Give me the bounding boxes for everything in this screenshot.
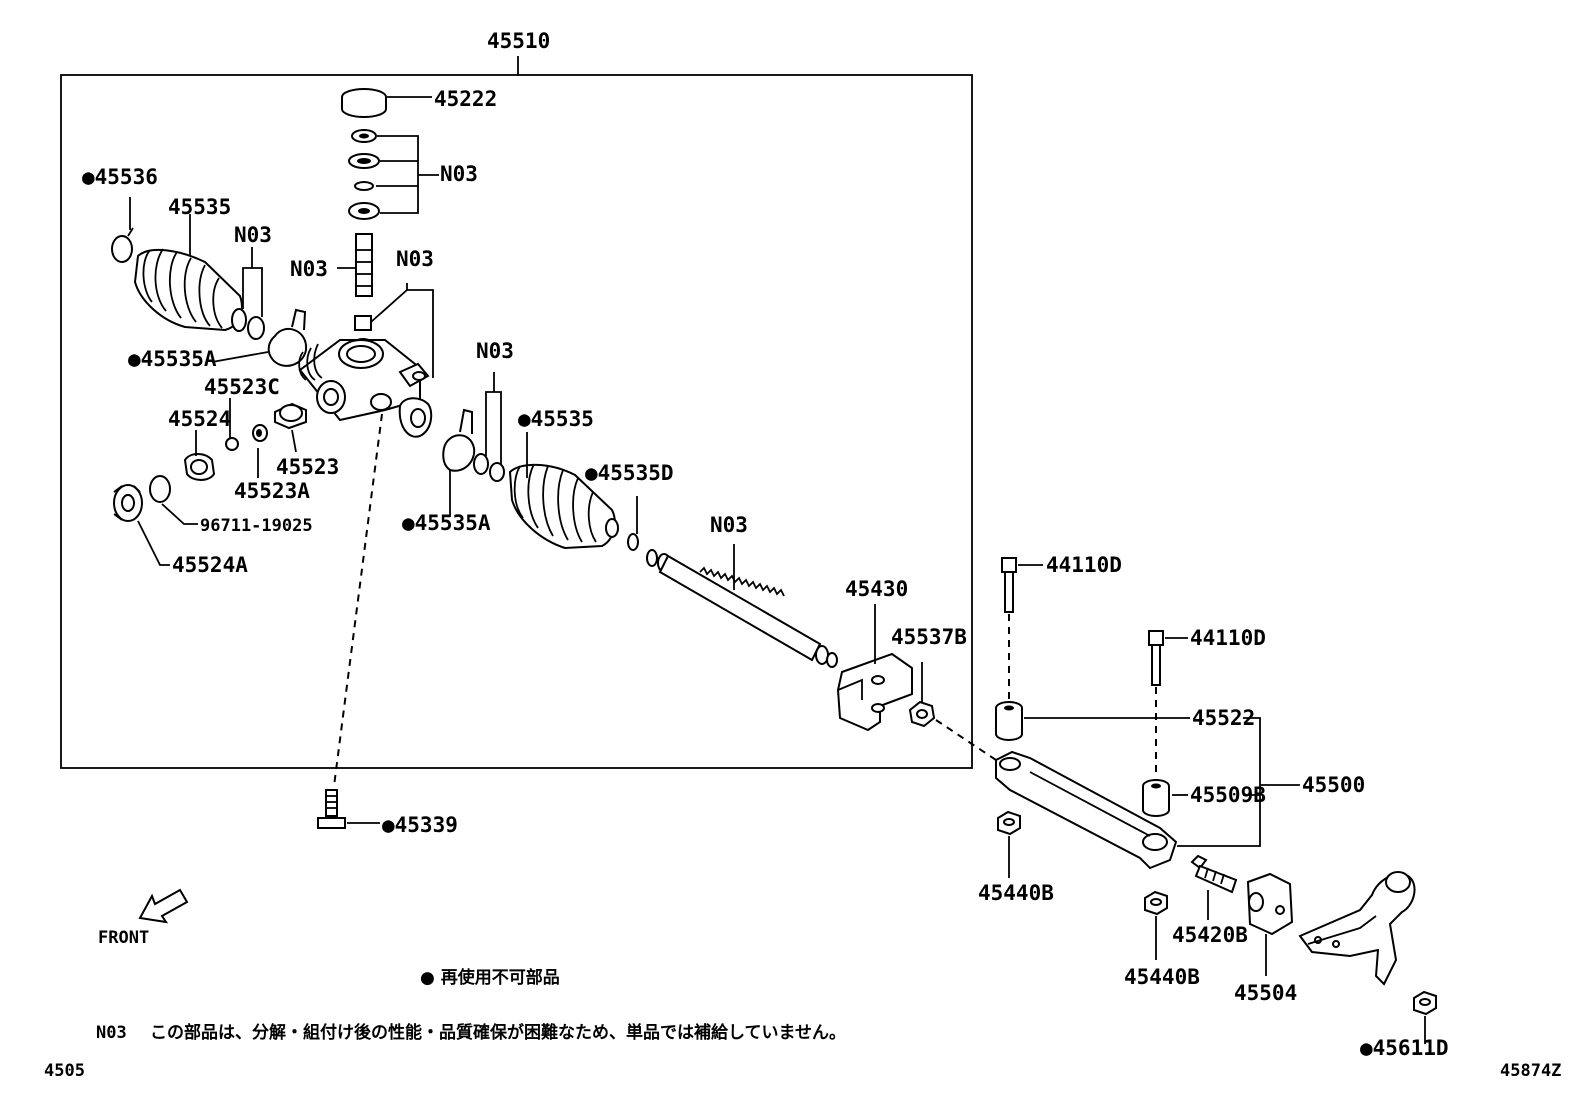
ring-45535D xyxy=(627,533,639,551)
mount-bolt xyxy=(317,789,346,829)
left-end-parts xyxy=(113,402,307,522)
ring-left-a xyxy=(231,308,247,332)
label-45537B: 45537B xyxy=(891,625,967,649)
label-45523C: 45523C xyxy=(204,375,280,399)
bolt-45420B xyxy=(1190,854,1238,894)
label-45523A: 45523A xyxy=(234,479,310,503)
label-n03-f: N03 xyxy=(710,513,748,537)
legend-non-reusable: ● 再使用不可部品 xyxy=(420,967,560,988)
label-45440B-a: 45440B xyxy=(978,881,1054,905)
legend-n03-code: N03 xyxy=(96,1023,127,1043)
bushing-45509B xyxy=(1142,779,1170,817)
assembly-frame xyxy=(60,74,973,769)
label-45440B-b: 45440B xyxy=(1124,965,1200,989)
bolt-44110D-b xyxy=(1148,630,1164,686)
right-boot xyxy=(508,463,619,550)
label-96711-19025: 96711-19025 xyxy=(200,516,313,536)
ring-right-a xyxy=(473,453,489,475)
label-45535D: ●45535D xyxy=(585,461,674,485)
footer-right-code: 45874Z xyxy=(1500,1061,1561,1081)
nut-45440B-b xyxy=(1144,890,1168,916)
idler-arm xyxy=(995,750,1178,870)
bracket-45504 xyxy=(1246,872,1294,936)
bolt-44110D-a xyxy=(1001,557,1017,613)
label-n03-e: N03 xyxy=(476,339,514,363)
label-n03-c: N03 xyxy=(290,257,328,281)
label-n03-d: N03 xyxy=(396,247,434,271)
bushing-45522 xyxy=(995,701,1023,741)
label-45500: 45500 xyxy=(1302,773,1365,797)
nut-45440B-a xyxy=(997,810,1021,836)
rack-housing xyxy=(298,339,433,438)
front-arrow-icon xyxy=(138,888,189,924)
label-44110D-a: 44110D xyxy=(1046,553,1122,577)
label-45510: 45510 xyxy=(487,29,550,53)
front-label: FRONT xyxy=(98,928,149,948)
right-clamp xyxy=(442,408,476,472)
label-45524: 45524 xyxy=(168,407,231,431)
label-45535-mid: ●45535 xyxy=(518,407,594,431)
label-45535A-bot: ●45535A xyxy=(402,511,491,535)
left-boot xyxy=(111,227,243,332)
label-45535-top: 45535 xyxy=(168,195,231,219)
label-45420B: 45420B xyxy=(1172,923,1248,947)
label-n03-b: N03 xyxy=(440,162,478,186)
label-45611D: ●45611D xyxy=(1360,1036,1449,1060)
label-45522: 45522 xyxy=(1192,706,1255,730)
ring-left-b xyxy=(247,316,265,340)
label-45536: ●45536 xyxy=(82,165,158,189)
label-45524A: 45524A xyxy=(172,553,248,577)
footer-left-code: 4505 xyxy=(44,1061,85,1081)
nut-45537B xyxy=(908,700,936,728)
label-44110D-b: 44110D xyxy=(1190,626,1266,650)
pinion-stack xyxy=(341,88,387,350)
nut-45611D xyxy=(1413,990,1437,1016)
ring-right-b xyxy=(489,462,505,482)
label-n03-a: N03 xyxy=(234,223,272,247)
rack-bar xyxy=(646,549,838,668)
label-45523: 45523 xyxy=(276,455,339,479)
bolt-path xyxy=(333,413,383,787)
label-45509B: 45509B xyxy=(1190,783,1266,807)
label-45504: 45504 xyxy=(1234,981,1297,1005)
rack-bracket xyxy=(836,652,913,732)
knuckle-arm xyxy=(1298,871,1416,986)
label-45535A-top: ●45535A xyxy=(128,347,217,371)
label-45339: ●45339 xyxy=(382,813,458,837)
left-clamp xyxy=(267,308,308,367)
label-45430: 45430 xyxy=(845,577,908,601)
legend-n03-note: この部品は、分解・組付け後の性能・品質確保が困難なため、単品では補給していません… xyxy=(150,1022,846,1043)
label-45222: 45222 xyxy=(434,87,497,111)
